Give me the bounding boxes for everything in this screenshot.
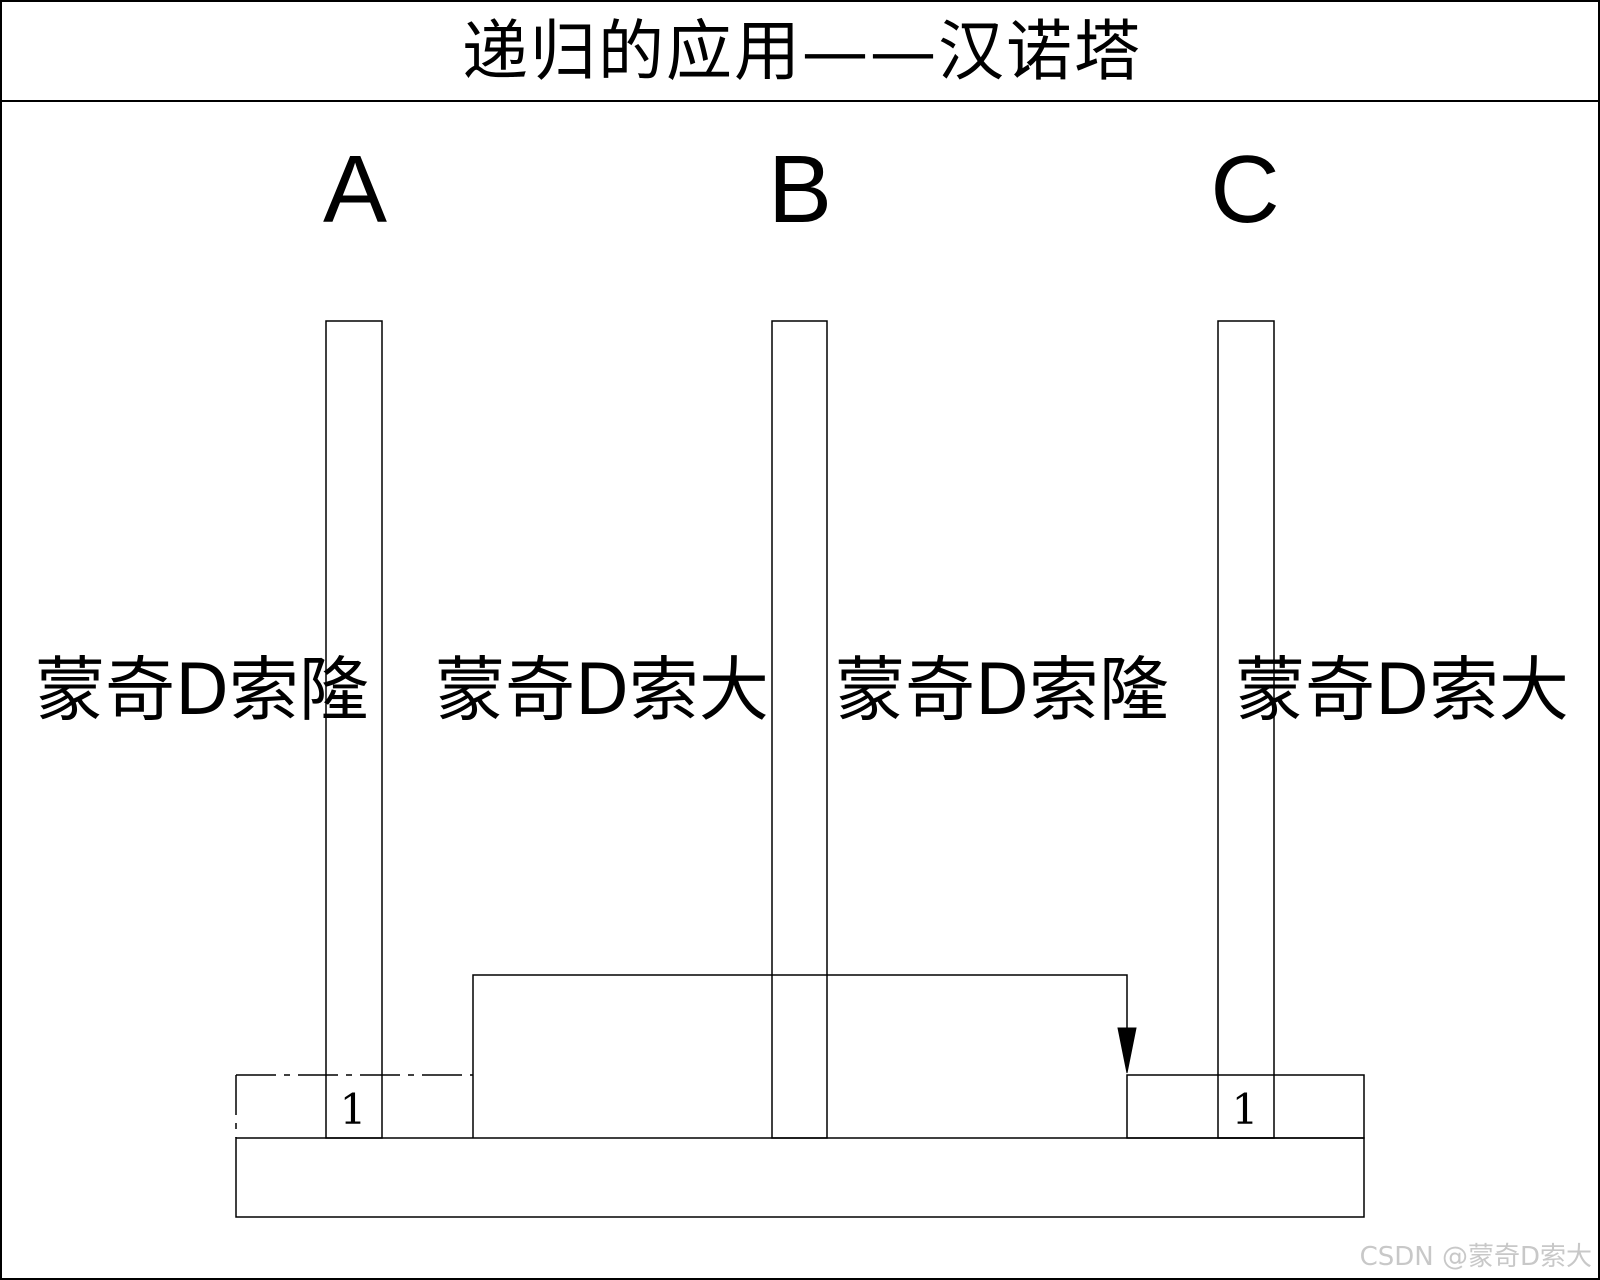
name-label-1: 蒙奇D索隆 xyxy=(35,649,369,731)
name-label-3: 蒙奇D索隆 xyxy=(835,649,1169,731)
watermark: CSDN @蒙奇D索大 xyxy=(1359,1242,1592,1272)
name-label-4: 蒙奇D索大 xyxy=(1235,649,1569,731)
peg-label-b: B xyxy=(767,136,833,243)
disk-number-c: 1 xyxy=(1231,1085,1259,1134)
peg-label-a: A xyxy=(322,136,388,243)
move-arrow-head xyxy=(1117,1027,1137,1074)
peg-a xyxy=(325,320,383,1139)
move-arrow-path xyxy=(472,974,1128,1075)
peg-label-c: C xyxy=(1210,136,1280,243)
name-label-2: 蒙奇D索大 xyxy=(435,649,769,731)
peg-b xyxy=(771,320,828,1139)
disk-number-a: 1 xyxy=(339,1085,367,1134)
title-bar: 递归的应用——汉诺塔 xyxy=(2,2,1600,102)
disk-ghost-a xyxy=(235,1074,473,1138)
diagram-title: 递归的应用——汉诺塔 xyxy=(462,13,1142,90)
disk-c xyxy=(1126,1074,1365,1139)
base-platform xyxy=(235,1137,1365,1218)
